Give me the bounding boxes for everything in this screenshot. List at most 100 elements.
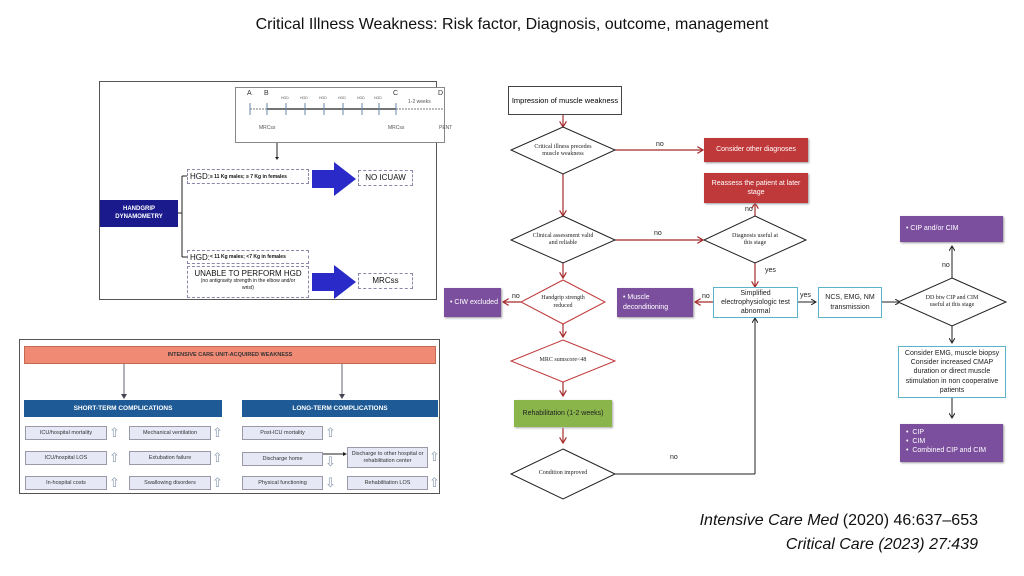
hgd-normal-condition: HGD: ≥ 11 Kg males; ≥ 7 Kg in females [187,169,309,184]
short-term-item: Extubation failure [129,451,211,465]
arrow-up-icon: ⇧ [429,449,440,464]
decision-text: Clinical assessment valid and reliable [532,232,594,247]
branch-label-no: no [745,206,753,213]
unable-hgd-subtitle: (no antigravity strength in the elbow an… [200,278,296,291]
big-arrow-lower [312,265,356,299]
final-diagnosis-box: • CIP • CIM • Combined CIP and CIM [900,424,1003,462]
big-arrow-upper [312,162,356,196]
branch-label-no: no [654,230,662,237]
final-item-text: Combined CIP and CIM [912,447,987,455]
cip-cim-box: • CIP and/or CIM [900,216,1003,242]
final-item: • CIM [906,438,926,446]
arrow-up-icon: ⇧ [212,450,223,465]
diamond-diagnosis-useful [702,215,808,264]
hgd-threshold: ≥ 11 Kg males; ≥ 7 Kg in females [210,173,287,180]
long-term-item: Physical functioning [242,476,323,490]
long-term-item: Rehabilitation LOS [347,476,428,490]
long-term-header: LONG-TERM COMPLICATIONS [242,400,438,417]
panel-a-connectors [178,143,356,299]
timeline-below-label: PENT [439,125,453,131]
arrow-up-icon: ⇧ [325,425,336,440]
short-term-item: Mechanical ventilation [129,426,211,440]
diamond-mrc [509,339,617,383]
timeline-hgd-label: HGD [374,96,382,100]
electrophysiologic-test-box: Simplified electrophysiologic test abnor… [713,287,798,318]
arrow-down-icon: ⇩ [325,475,336,490]
decision-text: Diagnosis useful at this stage [732,232,778,247]
timeline-point: A [247,90,252,97]
decision-text: MRC sumscore<48 [539,357,587,364]
final-item-text: CIM [912,438,926,446]
ciw-excluded-box: • CIW excluded [444,288,501,317]
handgrip-panel: A B C D HGD HGD HGD HGD HGD HGD 1-2 week… [99,81,452,300]
branch-label-yes: yes [800,292,811,299]
short-term-item: ICU/hospital LOS [25,451,107,465]
branch-label-no: no [512,293,520,300]
timeline-point: D [438,90,444,97]
decision-text: Condition improved [538,470,588,477]
final-item: • CIP [906,429,925,436]
timeline-hgd-label: HGD [281,96,289,100]
decision-text: Handgrip strength reduced [541,295,585,309]
timeline-axis [249,103,444,115]
branch-label-no: no [702,293,710,300]
branch-label-no: no [670,454,678,461]
diamond-critical-illness [509,126,617,175]
long-term-item: Discharge to other hospital or rehabilit… [347,447,428,468]
ncs-emg-box: NCS, EMG, NM transmission [818,287,882,318]
long-term-item: Discharge home [242,452,323,466]
short-term-item: In-hospital costs [25,476,107,490]
long-term-item: Post-ICU mortality [242,426,323,440]
short-term-item: ICU/hospital mortality [25,426,107,440]
final-item: • Combined CIP and CIM [906,447,987,455]
branch-label-no: no [942,262,950,269]
start-box: Impression of muscle weakness [508,86,622,115]
unable-hgd-title: UNABLE TO PERFORM HGD [194,269,302,278]
hgd-prefix: HGD: [190,252,210,262]
decision-text: DD btw CIP and CIM useful at this stage [925,294,979,309]
arrow-up-icon: ⇧ [109,425,120,440]
timeline-below-label: MRCss [388,125,405,131]
arrow-down-icon: ⇩ [325,454,336,469]
diamond-clinical-assessment [509,215,617,264]
reference-1: Intensive Care Med (2020) 46:637–653 [700,512,978,530]
timeline-point: B [264,90,269,97]
mrcss-box: MRCss [358,273,413,289]
branch-label-no: no [656,141,664,148]
reference-journal: Critical Care (2023) 27:439 [785,536,978,553]
timeline-interval-label: 1-2 weeks [408,99,431,105]
unable-hgd-box: UNABLE TO PERFORM HGD (no antigravity st… [187,266,309,298]
reference-detail: (2020) 46:637–653 [838,512,978,529]
decision-text: Critical illness precedes muscle weaknes… [534,143,592,158]
timeline-box: A B C D HGD HGD HGD HGD HGD HGD 1-2 week… [235,87,452,143]
icuaw-complications-panel: INTENSIVE CARE UNIT-ACQUIRED WEAKNESS SH… [19,339,440,494]
arrow-up-icon: ⇧ [429,475,440,490]
consider-other-diagnoses-box: Consider other diagnoses [704,138,808,162]
hgd-prefix: HGD: [190,172,210,181]
reference-journal: Intensive Care Med [699,512,839,529]
arrow-up-icon: ⇧ [109,475,120,490]
timeline-below-label: MRCss [259,125,276,131]
hgd-threshold: < 11 Kg males; <7 Kg in females [210,254,286,260]
icuaw-header: INTENSIVE CARE UNIT-ACQUIRED WEAKNESS [24,346,436,364]
arrow-up-icon: ⇧ [212,425,223,440]
slide-title: Critical Illness Weakness: Risk factor, … [255,16,769,33]
rehabilitation-box: Rehabilitation (1-2 weeks) [514,400,612,427]
arrow-up-icon: ⇧ [212,475,223,490]
diamond-dd-cip-cim [896,277,1008,327]
diamond-handgrip [519,279,607,325]
short-term-header: SHORT-TERM COMPLICATIONS [24,400,222,417]
hgd-low-condition: HGD: < 11 Kg males; <7 Kg in females [187,250,309,264]
timeline-hgd-label: HGD [319,96,327,100]
final-item-text: CIP [912,429,925,436]
arrow-up-icon: ⇧ [109,450,120,465]
timeline-hgd-label: HGD [300,96,308,100]
muscle-deconditioning-box: • Muscle deconditioning [617,288,693,317]
timeline-hgd-label: HGD [357,96,365,100]
timeline-point: C [393,90,399,97]
diamond-condition-improved [509,448,617,500]
short-term-item: Swallowing disorders [129,476,211,490]
reference-2: Critical Care (2023) 27:439 [786,536,978,554]
